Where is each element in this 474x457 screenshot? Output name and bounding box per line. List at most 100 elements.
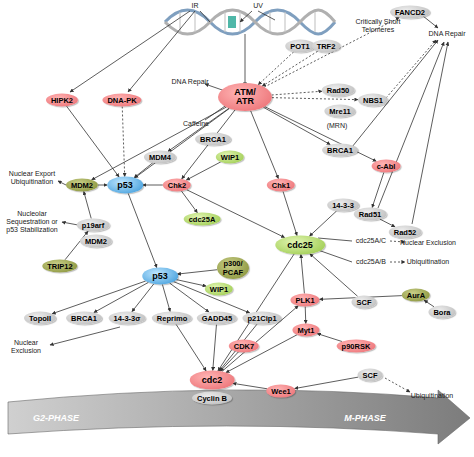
cell-cycle-arrow (8, 390, 470, 444)
pathway-node: WIP1 (205, 283, 233, 296)
pathway-connector (132, 284, 154, 312)
node-label: SCF (357, 298, 372, 307)
pathway-connector (372, 172, 384, 207)
node-label: cdc25 (287, 241, 313, 250)
pathway-connector (128, 193, 157, 267)
pathway-connector (94, 282, 149, 312)
node-label: MDM2 (71, 181, 93, 190)
pathway-connector (92, 107, 227, 180)
pathway-connector (122, 107, 124, 177)
node-label: GADD45 (202, 314, 232, 323)
node-label: AurA (407, 291, 425, 300)
node-label: Chk1 (272, 181, 290, 190)
node-label: p300/ PCAF (222, 259, 244, 277)
pathway-connector (186, 162, 220, 180)
pathway-connector (317, 334, 342, 342)
pathway-node: cdc25A (184, 213, 221, 226)
pathway-node: p90RSK (337, 340, 376, 353)
pathway-node: c-Abl (372, 160, 401, 173)
pathway-node: BRCA1 (66, 312, 102, 325)
pathway-connector (67, 106, 119, 177)
pathway-node: Rad51 (354, 208, 387, 221)
leader-lines (50, 11, 448, 392)
annotation-label: cdc25A/B (356, 258, 386, 266)
pathway-connector (219, 324, 257, 371)
pathway-connector (309, 211, 336, 236)
node-label: MDM2 (85, 237, 107, 246)
node-label: TRF2 (317, 42, 336, 51)
annotation-label: UV (253, 2, 263, 10)
pathway-node: cdc25 (275, 236, 325, 255)
annotation-label: DNA Repair (172, 78, 209, 86)
pathway-node: p300/ PCAF (217, 257, 249, 279)
pathway-node: BRCA1 (322, 144, 358, 157)
node-label: Rad50 (327, 86, 350, 95)
pathway-connector (272, 98, 358, 100)
annotation-label: (MRN) (327, 122, 348, 130)
node-label: p53 (152, 272, 168, 281)
pathway-connector (52, 281, 146, 314)
pathway-connector (220, 352, 238, 371)
pathway-connector (182, 191, 198, 213)
pathway-connector (134, 163, 153, 178)
node-label: BRCA1 (200, 135, 226, 144)
node-label: Rad52 (394, 228, 417, 237)
pathway-connector (176, 280, 206, 287)
node-label: p21Cip1 (247, 314, 276, 323)
node-label: Wee1 (271, 387, 290, 396)
pathway-node: Cyclin B (192, 392, 232, 405)
pathway-connector (143, 185, 163, 186)
pathway-connector (262, 51, 317, 86)
node-label: p53 (117, 181, 133, 190)
node-label: PLK1 (295, 296, 314, 305)
pathway-connector (177, 270, 217, 274)
node-label: NBS1 (363, 96, 383, 105)
pathway-node: TRIP12 (42, 260, 77, 273)
pathway-connector (226, 335, 297, 373)
pathway-node: SCF (358, 369, 383, 382)
pathway-connector (295, 377, 359, 388)
pathway-connector (258, 52, 293, 85)
annotation-label: M-PHASE (344, 414, 386, 422)
pathway-node: POT1 (285, 40, 315, 53)
pathway-connector (173, 282, 249, 313)
pathway-node: NBS1 (358, 94, 388, 107)
dna-helix (165, 10, 335, 34)
node-label: Bora (433, 308, 450, 317)
node-label: FANCD2 (395, 8, 425, 17)
pathway-node: p53 (107, 177, 143, 194)
pathway-node: MDM2 (80, 235, 112, 248)
pathway-connector (170, 283, 209, 312)
node-label: Chk2 (168, 181, 186, 190)
node-label: POT1 (290, 42, 310, 51)
node-label: 14-3-3 (332, 201, 354, 210)
annotation-label: Ubiquitination (411, 392, 453, 400)
pathway-connector (162, 284, 170, 311)
annotation-label: G2-PHASE (33, 414, 79, 422)
pathway-node: Reprimo (152, 312, 192, 325)
pathway-node: 14-3-3 (327, 199, 359, 212)
pathway-connector (84, 191, 91, 218)
pathway-node: 14-3-3σ (109, 312, 146, 325)
node-label: WIP1 (221, 153, 239, 162)
node-label: c-Abl (377, 162, 396, 171)
pathway-connector (272, 91, 322, 95)
pathway-connector (233, 383, 267, 388)
pathway-node: SCF (352, 296, 377, 309)
pathway-node: Bora (428, 306, 455, 319)
pathway-node: ATM/ ATR (218, 83, 272, 111)
pathway-node: cdc2 (190, 371, 235, 390)
annotation-label: Critically Short Telomeres (347, 18, 409, 34)
node-label: HIPK2 (51, 96, 73, 105)
pathway-node: DNA-PK (102, 94, 141, 107)
pathway-node: CDK7 (229, 340, 259, 353)
pathway-node: WIP1 (216, 151, 244, 164)
annotation-label: Nucleolar Sequestration or p53 Stabiliza… (1, 210, 63, 234)
node-label: Myt1 (297, 326, 314, 335)
pathway-connector (176, 324, 206, 370)
pathway-node: AurA (402, 289, 430, 302)
node-label: Reprimo (157, 314, 187, 323)
pathway-connector (263, 107, 330, 144)
pathway-node: Myt1 (292, 324, 319, 337)
